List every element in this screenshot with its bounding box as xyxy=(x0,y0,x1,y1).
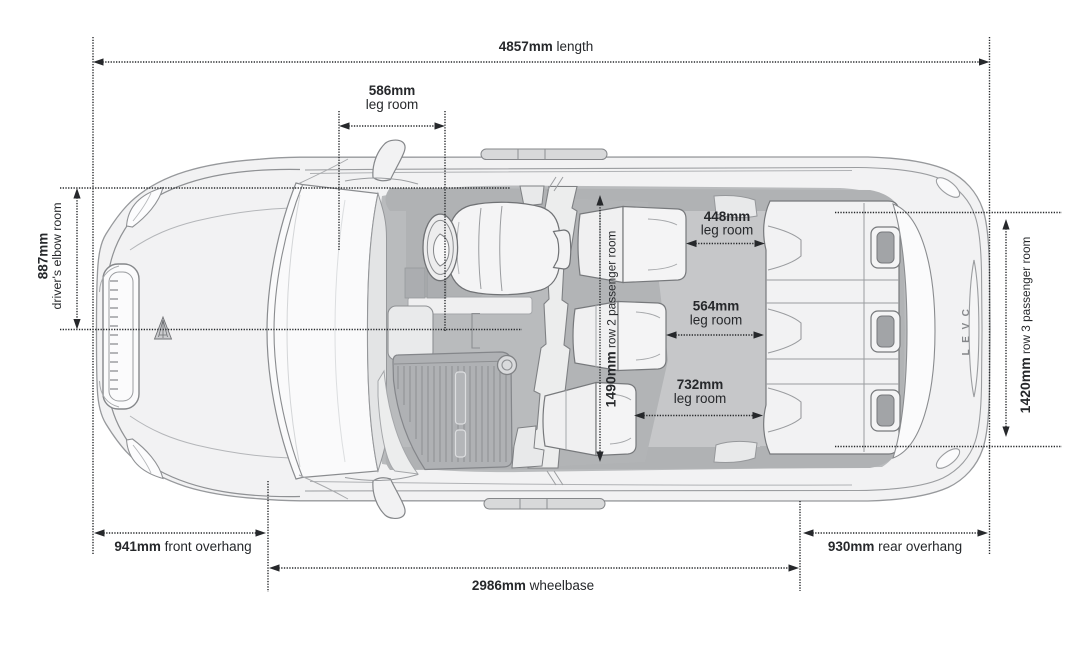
svg-text:1420mm row 3 passenger room: 1420mm row 3 passenger room xyxy=(1017,236,1033,413)
svg-text:leg room: leg room xyxy=(366,97,419,112)
svg-text:887mm: 887mm xyxy=(36,233,51,280)
svg-text:4857mm length: 4857mm length xyxy=(499,39,594,54)
svg-text:732mm: 732mm xyxy=(677,377,724,392)
svg-text:1490mm row 2 passenger room: 1490mm row 2 passenger room xyxy=(603,230,619,407)
svg-text:564mm: 564mm xyxy=(693,299,740,314)
svg-text:941mm front overhang: 941mm front overhang xyxy=(114,539,251,554)
svg-text:930mm rear overhang: 930mm rear overhang xyxy=(828,539,962,554)
svg-text:LEVC: LEVC xyxy=(961,303,972,356)
svg-text:2986mm wheelbase: 2986mm wheelbase xyxy=(472,578,594,593)
svg-text:leg room: leg room xyxy=(690,313,743,328)
svg-text:586mm: 586mm xyxy=(369,83,416,98)
svg-text:448mm: 448mm xyxy=(704,209,751,224)
svg-text:driver's elbow room: driver's elbow room xyxy=(50,202,64,309)
svg-text:leg room: leg room xyxy=(701,223,754,238)
svg-text:leg room: leg room xyxy=(674,391,727,406)
